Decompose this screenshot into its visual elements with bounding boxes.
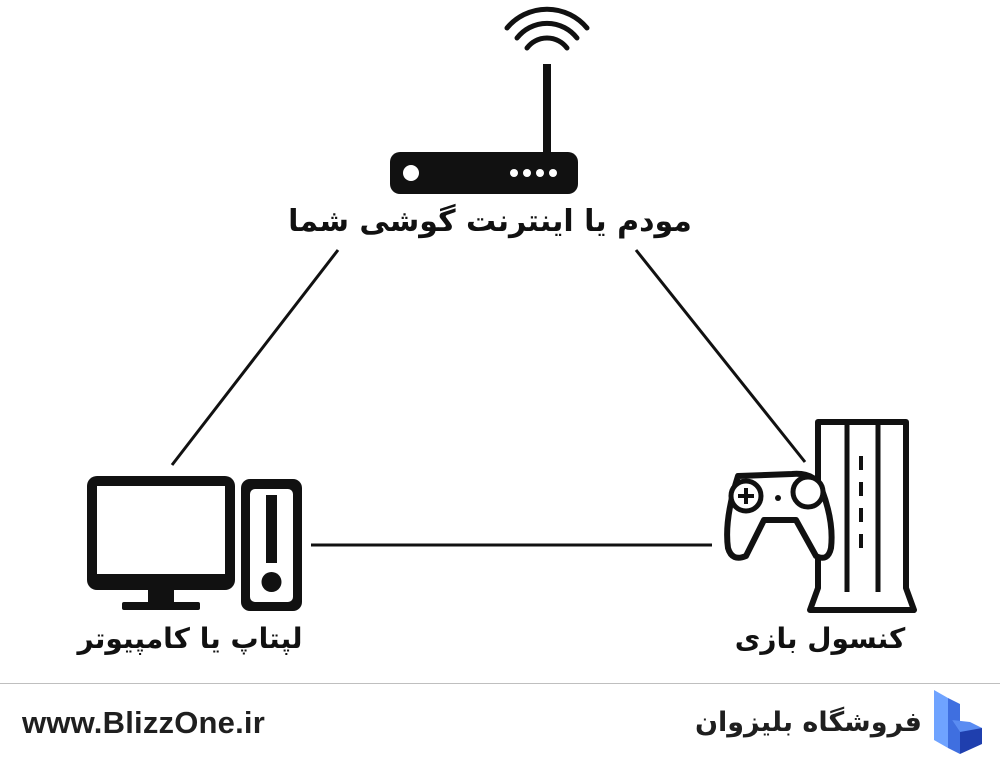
connector-modem-console xyxy=(634,249,807,463)
router-icon xyxy=(390,6,590,194)
computer-label: لپتاپ یا کامپیوتر xyxy=(77,622,303,655)
footer-divider xyxy=(0,683,1000,684)
blizzone-logo-icon xyxy=(934,690,982,754)
desktop-computer-icon xyxy=(87,476,302,611)
brand-name: فروشگاه بلیزوان xyxy=(694,707,922,738)
modem-label: مودم یا اینترنت گوشی شما xyxy=(288,204,692,239)
connector-modem-computer xyxy=(170,249,340,466)
console-label: کنسول بازی xyxy=(734,622,906,655)
website-url: www.BlizzOne.ir xyxy=(22,705,265,740)
game-console-icon xyxy=(724,419,917,613)
